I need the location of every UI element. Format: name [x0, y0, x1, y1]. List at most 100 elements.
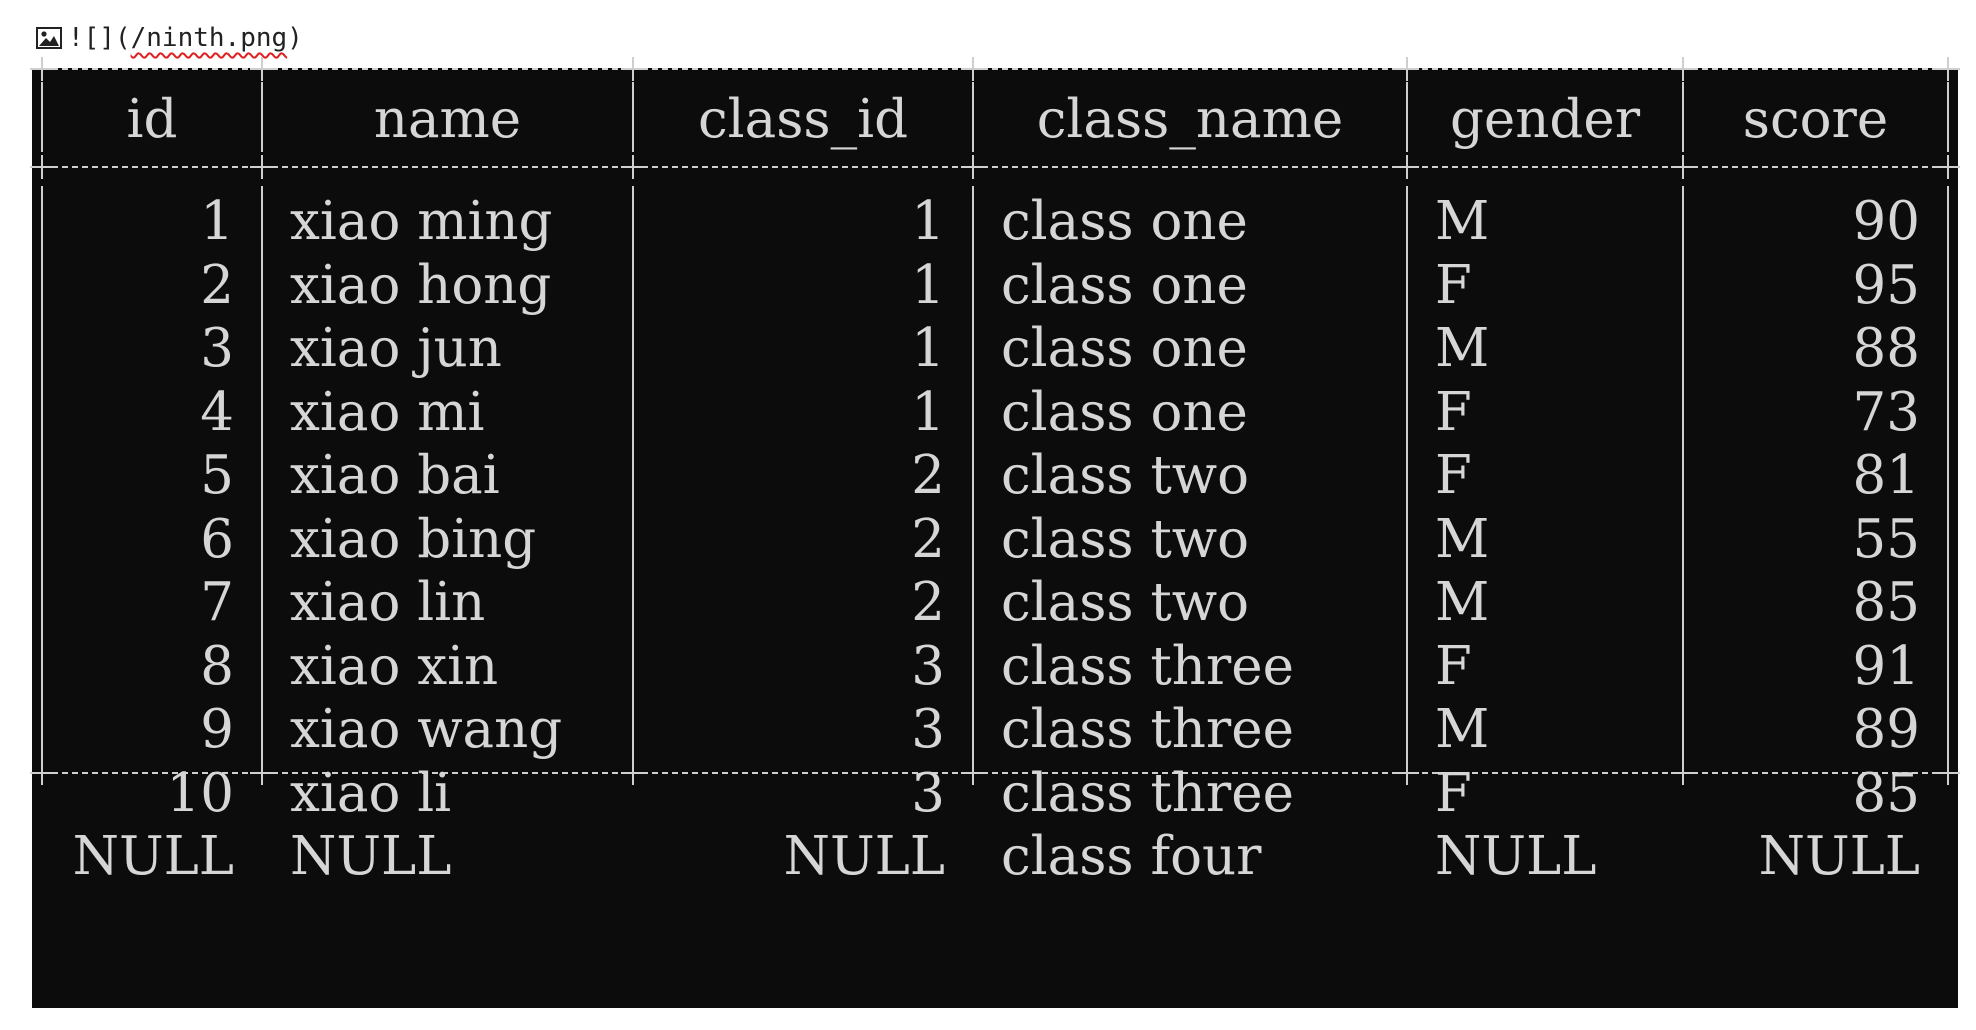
cell-gender: M — [1435, 191, 1490, 252]
cell-score: 55 — [1852, 509, 1920, 570]
cell-name: xiao li — [290, 763, 452, 824]
image-reference[interactable]: ![]( /ninth.png ) — [36, 20, 303, 56]
border-junction — [1395, 57, 1419, 81]
table-border-bottom — [42, 772, 1948, 774]
cell-name: xiao ming — [290, 191, 553, 252]
cell-class-name: class two — [1001, 572, 1250, 633]
column-divider — [1406, 82, 1408, 152]
cell-class-id: 3 — [911, 636, 945, 697]
cell-name: xiao hong — [290, 255, 552, 316]
column-divider — [1947, 186, 1949, 768]
cell-score: 73 — [1852, 382, 1920, 443]
cell-gender: F — [1435, 255, 1472, 316]
cell-name: xiao xin — [290, 636, 499, 697]
column-divider — [1406, 186, 1408, 768]
border-junction — [1936, 57, 1960, 81]
cell-class-name: class one — [1001, 382, 1248, 443]
cell-class-id: 1 — [911, 191, 945, 252]
cell-class-id: 1 — [911, 382, 945, 443]
table-border-header — [42, 166, 1948, 168]
cell-gender: F — [1435, 445, 1472, 506]
image-reference-filename: /ninth.png — [130, 23, 288, 53]
cell-id: 9 — [200, 699, 234, 760]
border-junction — [621, 155, 645, 179]
border-junction — [621, 761, 645, 785]
cell-gender: M — [1435, 699, 1490, 760]
column-divider — [972, 82, 974, 152]
border-junction — [1395, 155, 1419, 179]
table-border-top — [42, 68, 1948, 70]
image-reference-prefix: ![]( — [68, 23, 131, 53]
cell-score: NULL — [1758, 826, 1920, 887]
column-divider — [261, 186, 263, 768]
cell-id: NULL — [72, 826, 234, 887]
cell-score: 95 — [1852, 255, 1920, 316]
cell-name: NULL — [290, 826, 452, 887]
cell-class-id: 2 — [911, 445, 945, 506]
column-divider — [632, 82, 634, 152]
border-junction — [250, 761, 274, 785]
cell-class-name: class three — [1001, 699, 1294, 760]
cell-name: xiao jun — [290, 318, 502, 379]
image-reference-suffix: ) — [287, 23, 303, 53]
cell-gender: NULL — [1435, 826, 1597, 887]
column-divider — [1947, 82, 1949, 152]
cell-id: 10 — [166, 763, 234, 824]
column-divider — [972, 186, 974, 768]
cell-class-id: NULL — [783, 826, 945, 887]
cell-class-name: class three — [1001, 636, 1294, 697]
cell-gender: M — [1435, 318, 1490, 379]
cell-class-id: 1 — [911, 318, 945, 379]
cell-class-name: class one — [1001, 191, 1248, 252]
cell-class-name: class one — [1001, 318, 1248, 379]
cell-name: xiao bai — [290, 445, 500, 506]
cell-class-id: 2 — [911, 572, 945, 633]
border-junction — [30, 57, 54, 81]
cell-class-id: 3 — [911, 763, 945, 824]
cell-id: 2 — [200, 255, 234, 316]
border-junction — [621, 57, 645, 81]
cell-name: xiao mi — [290, 382, 485, 443]
cell-class-name: class two — [1001, 445, 1250, 506]
border-junction — [30, 761, 54, 785]
cell-score: 85 — [1852, 572, 1920, 633]
cell-gender: F — [1435, 382, 1472, 443]
column-divider — [1682, 82, 1684, 152]
cell-id: 7 — [200, 572, 234, 633]
cell-gender: M — [1435, 509, 1490, 570]
cell-gender: M — [1435, 572, 1490, 633]
cell-score: 81 — [1852, 445, 1920, 506]
border-junction — [1936, 155, 1960, 179]
column-header-class-id: class_id — [697, 89, 908, 150]
column-header-class-name: class_name — [1036, 89, 1344, 150]
border-junction — [30, 155, 54, 179]
column-header-score: score — [1742, 89, 1889, 150]
cell-id: 1 — [200, 191, 234, 252]
cell-name: xiao lin — [290, 572, 486, 633]
cell-id: 5 — [200, 445, 234, 506]
border-junction — [250, 155, 274, 179]
border-junction — [1671, 57, 1695, 81]
cell-class-id: 2 — [911, 509, 945, 570]
cell-score: 89 — [1852, 699, 1920, 760]
border-junction — [1936, 761, 1960, 785]
column-divider — [41, 82, 43, 152]
column-header-id: id — [126, 89, 178, 150]
cell-id: 4 — [200, 382, 234, 443]
cell-id: 3 — [200, 318, 234, 379]
cell-id: 8 — [200, 636, 234, 697]
column-header-gender: gender — [1449, 89, 1641, 150]
cell-name: xiao bing — [290, 509, 537, 570]
column-divider — [261, 82, 263, 152]
border-junction — [1395, 761, 1419, 785]
border-junction — [1671, 155, 1695, 179]
cell-gender: F — [1435, 763, 1472, 824]
cell-class-id: 3 — [911, 699, 945, 760]
cell-score: 90 — [1852, 191, 1920, 252]
column-divider — [41, 186, 43, 768]
image-icon — [36, 27, 62, 49]
border-junction — [961, 155, 985, 179]
border-junction — [961, 57, 985, 81]
cell-name: xiao wang — [290, 699, 563, 760]
